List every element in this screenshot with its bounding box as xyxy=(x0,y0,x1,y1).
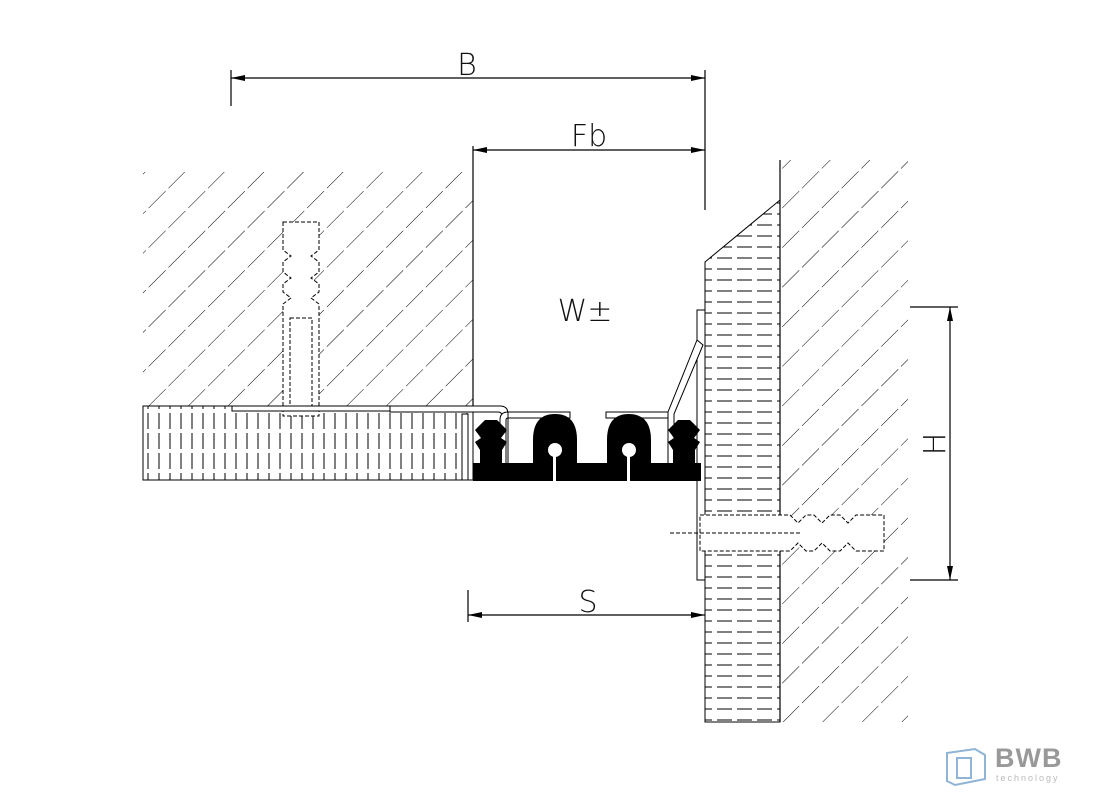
right-anchor-bolt xyxy=(670,514,885,552)
right-wall-profile xyxy=(499,309,706,581)
dimension-label-Fb: Fb xyxy=(571,119,607,154)
dimension-label-W: W± xyxy=(558,294,613,329)
logo-name: BWB xyxy=(995,743,1063,773)
logo-subtitle: technology xyxy=(996,773,1060,783)
left-floor-finish xyxy=(142,405,474,481)
dimension-label-S: S xyxy=(578,585,597,620)
logo-cube-icon xyxy=(946,747,986,787)
left-anchor-dowel xyxy=(282,221,320,417)
dimension-H: H xyxy=(910,306,958,581)
dimension-label-H: H xyxy=(918,433,953,456)
dimension-S: S xyxy=(467,585,705,622)
dimension-label-B: B xyxy=(457,48,477,83)
dimension-B: B xyxy=(230,48,706,140)
right-concrete-wall xyxy=(779,160,908,722)
right-wall-finish xyxy=(704,198,781,723)
elastomer-seal xyxy=(473,414,701,482)
dimension-Fb: Fb xyxy=(473,119,706,210)
bwb-logo: BWB technology xyxy=(945,743,1075,790)
